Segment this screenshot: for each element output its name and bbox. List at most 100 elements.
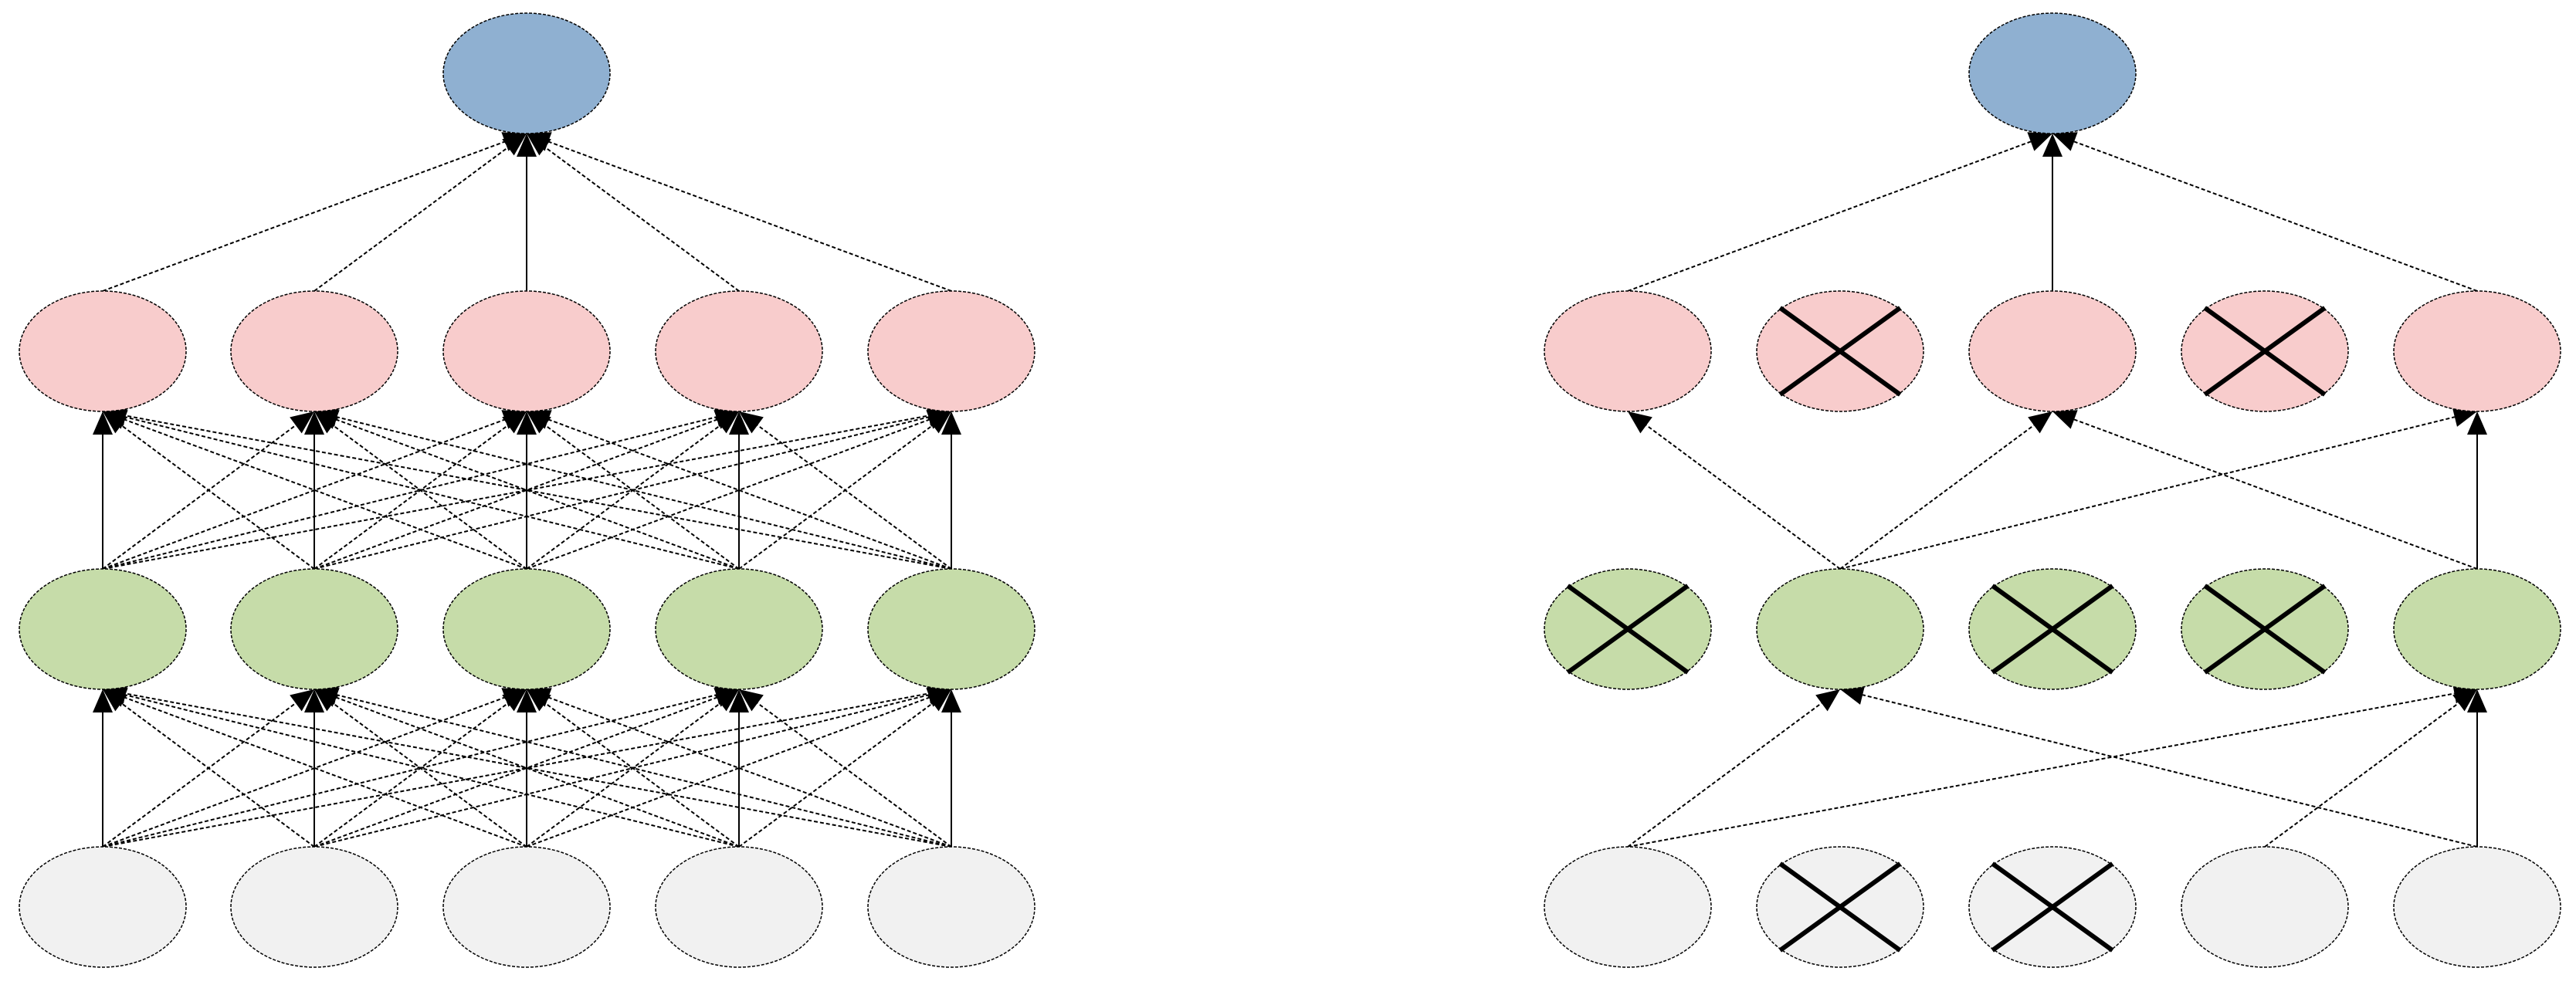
connection xyxy=(2467,411,2487,569)
arrowhead xyxy=(739,689,764,712)
connection xyxy=(739,411,952,570)
connection xyxy=(314,689,527,848)
connection xyxy=(517,134,537,291)
connection xyxy=(103,407,740,570)
connection xyxy=(1839,407,2477,570)
connection xyxy=(314,685,951,848)
input-neuron xyxy=(867,846,1035,968)
dropout-cross-icon xyxy=(2203,584,2327,675)
connection xyxy=(1628,411,1841,570)
connection xyxy=(314,411,527,570)
standard-neurons xyxy=(19,12,1035,968)
dropout-cross-icon xyxy=(1991,861,2114,953)
arrowhead xyxy=(2467,411,2487,435)
arrowhead xyxy=(941,411,961,435)
arrowhead xyxy=(1628,411,1652,434)
connection xyxy=(738,689,951,848)
connection xyxy=(517,411,537,569)
arrowhead xyxy=(1840,685,1866,705)
dropout-cross-icon xyxy=(1778,861,1902,953)
connection xyxy=(527,132,952,292)
connection xyxy=(2042,134,2062,291)
connection xyxy=(102,132,527,292)
arrowhead xyxy=(502,411,527,434)
input-neuron xyxy=(19,846,187,968)
arrowhead xyxy=(290,689,314,712)
input-neuron xyxy=(2393,846,2561,968)
input-neuron-dropped xyxy=(1968,846,2137,968)
connection xyxy=(102,689,314,848)
connection xyxy=(1627,689,1840,848)
connection xyxy=(1627,683,2477,848)
connection xyxy=(729,689,749,847)
input-neuron xyxy=(230,846,398,968)
connection xyxy=(314,407,952,570)
connection xyxy=(729,411,749,569)
arrowhead xyxy=(2452,407,2477,427)
hidden2-neuron xyxy=(2393,290,2561,412)
connection xyxy=(1627,132,2052,292)
input-neuron xyxy=(655,846,823,968)
hidden2-neuron xyxy=(442,290,611,412)
dropout-network xyxy=(1544,12,2561,968)
input-neuron xyxy=(1544,846,1712,968)
hidden2-neuron xyxy=(1968,290,2137,412)
arrowhead xyxy=(517,411,537,435)
hidden2-neuron-dropped xyxy=(2181,290,2349,412)
arrowhead xyxy=(314,685,340,705)
connection xyxy=(2052,132,2478,292)
dropout-cross-icon xyxy=(1566,584,1690,675)
arrowhead xyxy=(2452,689,2477,712)
arrowhead xyxy=(2042,134,2062,157)
connection xyxy=(526,689,739,848)
output-neuron xyxy=(1968,12,2137,134)
input-neuron xyxy=(442,846,611,968)
hidden1-neuron xyxy=(19,568,187,690)
arrowhead xyxy=(714,411,739,434)
connection xyxy=(103,685,740,848)
connection xyxy=(102,685,739,848)
arrowhead xyxy=(941,689,961,712)
arrowhead xyxy=(290,411,314,434)
hidden2-neuron xyxy=(230,290,398,412)
connection xyxy=(2467,689,2487,847)
hidden1-neuron xyxy=(2393,568,2561,690)
connection xyxy=(739,689,952,848)
arrowhead xyxy=(304,411,324,435)
arrowhead xyxy=(93,689,113,712)
connection xyxy=(314,134,527,292)
arrowhead xyxy=(502,134,527,156)
connection xyxy=(527,688,952,848)
hidden1-neuron xyxy=(867,568,1035,690)
connection xyxy=(738,411,951,570)
connection xyxy=(2052,410,2478,570)
connection xyxy=(527,134,740,292)
hidden1-neuron-dropped xyxy=(1544,568,1712,690)
arrowhead xyxy=(527,410,552,429)
connection xyxy=(517,689,537,847)
arrowhead xyxy=(502,689,527,712)
arrowhead xyxy=(517,134,537,157)
standard-network xyxy=(19,12,1035,968)
connection xyxy=(304,689,324,847)
arrowhead xyxy=(927,411,951,434)
hidden1-neuron xyxy=(1756,568,1924,690)
arrowhead xyxy=(517,689,537,712)
connection xyxy=(93,411,113,569)
hidden1-neuron-dropped xyxy=(2181,568,2349,690)
connection xyxy=(527,410,952,570)
hidden2-neuron xyxy=(1544,290,1712,412)
arrowhead xyxy=(2052,410,2078,429)
arrowhead xyxy=(2052,132,2078,151)
connection xyxy=(102,411,314,570)
hidden2-neuron xyxy=(19,290,187,412)
connection xyxy=(941,411,961,569)
connection xyxy=(1839,411,2052,570)
hidden2-neuron xyxy=(867,290,1035,412)
arrowhead xyxy=(927,689,951,712)
arrowhead xyxy=(729,411,749,435)
hidden1-neuron xyxy=(655,568,823,690)
connection xyxy=(93,689,113,847)
arrowhead xyxy=(93,411,113,435)
